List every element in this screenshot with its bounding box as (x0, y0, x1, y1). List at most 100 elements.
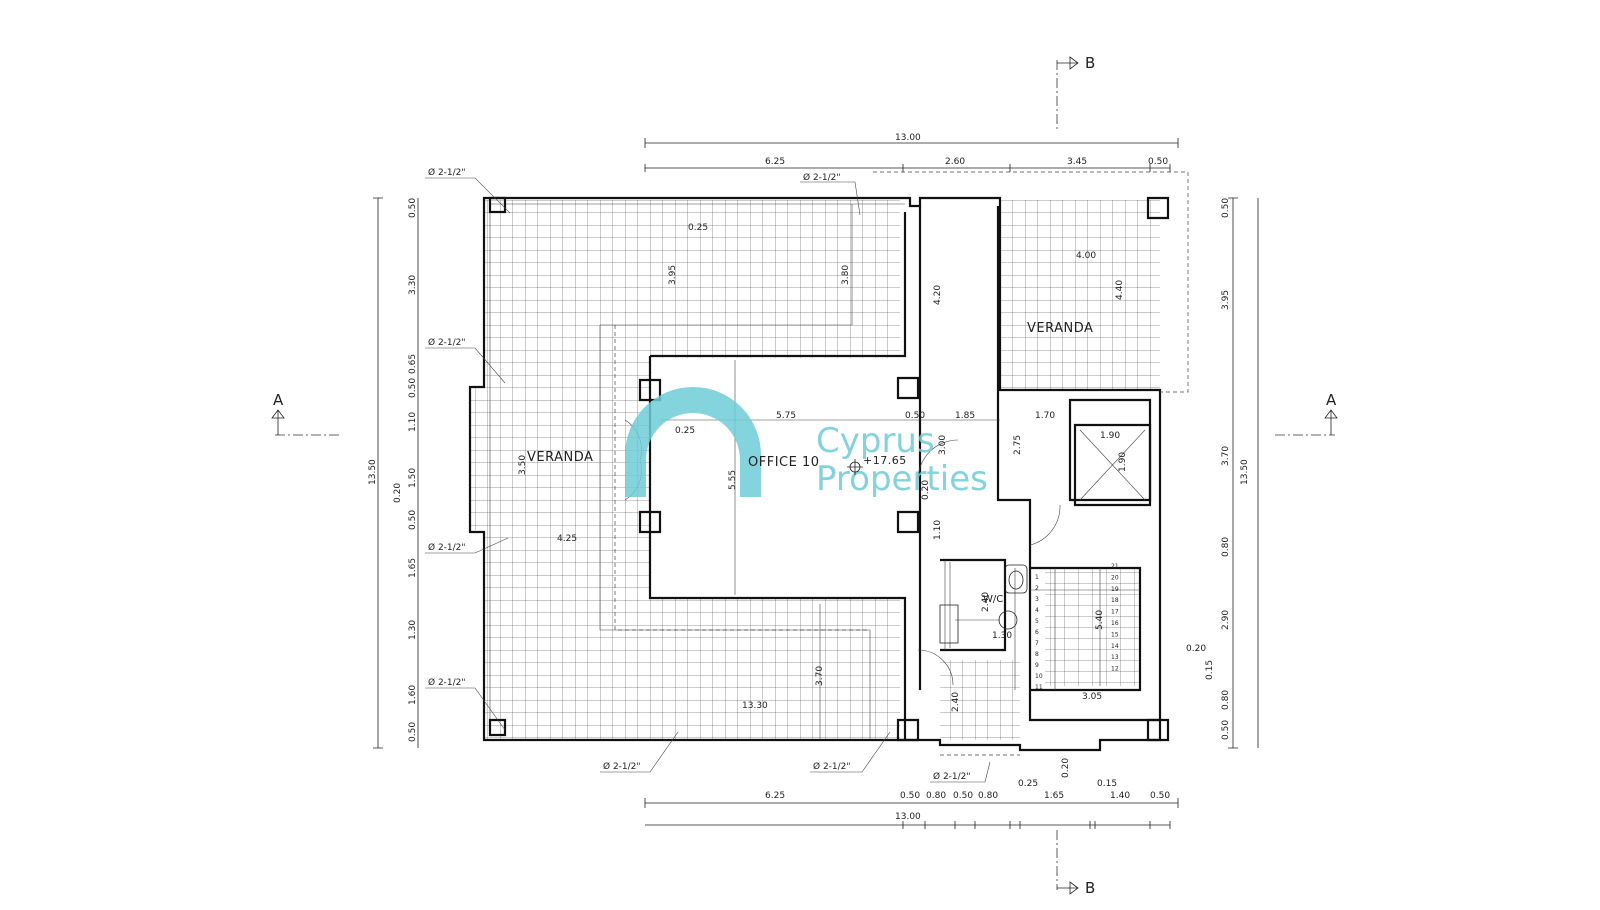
dim-bottom-seg-1: 6.25 (765, 791, 785, 801)
dim-interior-020c: 0.20 (1061, 758, 1071, 778)
dim-bottom-seg-8: 0.15 (1097, 779, 1117, 789)
dim-interior-110: 1.10 (933, 520, 943, 540)
stair-step-4: 4 (1035, 607, 1039, 614)
stair-step-20: 20 (1111, 574, 1119, 581)
section-b-bottom-label: B (1085, 879, 1095, 897)
pipe-label-1: Ø 2-1/2" (428, 167, 466, 178)
pipe-label-5: Ø 2-1/2" (428, 677, 466, 688)
dim-left-seg-3: 0.65 (408, 354, 418, 374)
dim-bottom-seg-3: 0.80 (926, 791, 946, 801)
stair-step-15: 15 (1111, 631, 1119, 638)
dimension-lines (373, 138, 1259, 829)
tiled-terraces (470, 200, 1160, 740)
level-marker-icon (847, 459, 863, 475)
dim-left-seg-4: 0.50 (408, 378, 418, 398)
section-b-top-label: B (1085, 54, 1095, 72)
pipe-label-2: Ø 2-1/2" (803, 172, 841, 183)
stair-step-7: 7 (1035, 640, 1039, 647)
wc-fixtures (939, 564, 1028, 644)
dim-interior-425: 4.25 (557, 534, 577, 544)
stair-step-18: 18 (1111, 597, 1119, 604)
dim-left-seg-12: 0.50 (408, 722, 418, 742)
dim-interior-555: 5.55 (728, 470, 738, 490)
pipe-label-7: Ø 2-1/2" (813, 761, 851, 772)
stair-step-5: 5 (1035, 618, 1039, 625)
dim-interior-440: 4.40 (1115, 280, 1125, 300)
dim-left-seg-2: 3.30 (408, 275, 418, 295)
dim-right-seg-2: 3.95 (1221, 290, 1231, 310)
dim-interior-240a: 2.40 (981, 592, 991, 612)
dim-left-seg-10: 1.30 (408, 620, 418, 640)
stair-step-16: 16 (1111, 620, 1119, 627)
dim-left-seg-11: 1.60 (408, 685, 418, 705)
dim-left-seg-8: 0.50 (408, 510, 418, 530)
stair-step-1: 1 (1035, 574, 1039, 581)
dim-interior-020a: 0.20 (921, 480, 931, 500)
dim-right-seg-3: 3.70 (1221, 446, 1231, 466)
dim-interior-575: 5.75 (776, 411, 796, 421)
dim-top-total: 13.00 (895, 133, 921, 143)
dim-top-seg-2: 2.60 (945, 157, 965, 167)
dim-interior-395a: 3.95 (668, 265, 678, 285)
dim-interior-370: 3.70 (815, 666, 825, 686)
section-a-right-label: A (1326, 391, 1337, 409)
dim-interior-190a: 1.90 (1100, 431, 1120, 441)
dim-interior-025a: 0.25 (688, 223, 708, 233)
stair-step-2: 2 (1035, 585, 1039, 592)
dim-interior-170: 1.70 (1035, 411, 1055, 421)
dim-interior-300: 3.00 (938, 435, 948, 455)
dim-interior-020b: 0.20 (1186, 644, 1206, 654)
pipe-label-8: Ø 2-1/2" (933, 771, 971, 782)
dim-interior-025b: 0.25 (675, 426, 695, 436)
stair-step-3: 3 (1035, 596, 1039, 603)
dim-interior-350: 3.50 (518, 455, 528, 475)
dim-right-seg-1: 0.50 (1221, 198, 1231, 218)
room-label-veranda-west: VERANDA (527, 450, 593, 465)
dim-interior-400: 4.00 (1076, 251, 1096, 261)
dim-interior-130: 1.30 (992, 631, 1012, 641)
dashed-outlines (614, 171, 1189, 756)
dim-right-total: 13.50 (1240, 459, 1250, 485)
dim-interior-420: 4.20 (933, 285, 943, 305)
dim-interior-380: 3.80 (841, 265, 851, 285)
dim-bottom-seg-7: 1.65 (1044, 791, 1064, 801)
watermark-line-2: Properties (816, 459, 988, 499)
dim-interior-050: 0.50 (905, 411, 925, 421)
dim-bottom-seg-5: 0.80 (978, 791, 998, 801)
dim-left-seg-1: 0.50 (408, 198, 418, 218)
stair-step-19: 19 (1111, 586, 1119, 593)
dim-interior-1330: 13.30 (742, 701, 768, 711)
room-label-veranda-east: VERANDA (1027, 321, 1093, 336)
stair-step-9: 9 (1035, 662, 1039, 669)
dim-bottom-seg-9: 1.40 (1110, 791, 1130, 801)
dim-left-seg-6: 1.50 (408, 468, 418, 488)
stair-step-10: 10 (1035, 673, 1043, 680)
dim-right-seg-7: 0.80 (1221, 690, 1231, 710)
pipe-callouts (425, 177, 991, 783)
stair-step-11: 11 (1035, 684, 1043, 691)
stair-step-13: 13 (1111, 654, 1119, 661)
dim-bottom-total: 13.00 (895, 812, 921, 822)
dim-left-seg-5: 1.10 (408, 412, 418, 432)
dim-right-seg-8: 0.50 (1221, 720, 1231, 740)
dim-left-total: 13.50 (368, 459, 378, 485)
dim-interior-275: 2.75 (1013, 435, 1023, 455)
dim-interior-185: 1.85 (955, 411, 975, 421)
stair-step-17: 17 (1111, 609, 1119, 616)
dim-bottom-seg-4: 0.50 (953, 791, 973, 801)
pipe-label-3: Ø 2-1/2" (428, 337, 466, 348)
dim-left-seg-7: 0.20 (393, 483, 403, 503)
room-level: +17.65 (863, 454, 907, 467)
stair-step-8: 8 (1035, 651, 1039, 658)
dim-top-seg-1: 6.25 (765, 157, 785, 167)
dim-top-seg-3: 3.45 (1067, 157, 1087, 167)
room-label-wc: W/C (983, 594, 1003, 605)
pipe-label-4: Ø 2-1/2" (428, 542, 466, 553)
section-a-left-label: A (273, 391, 284, 409)
dim-interior-190b: 1.90 (1118, 452, 1128, 472)
section-markers (271, 56, 1338, 895)
dim-interior-240b: 2.40 (951, 692, 961, 712)
room-label-office: OFFICE 10 (748, 455, 820, 470)
dim-bottom-seg-10: 0.50 (1150, 791, 1170, 801)
